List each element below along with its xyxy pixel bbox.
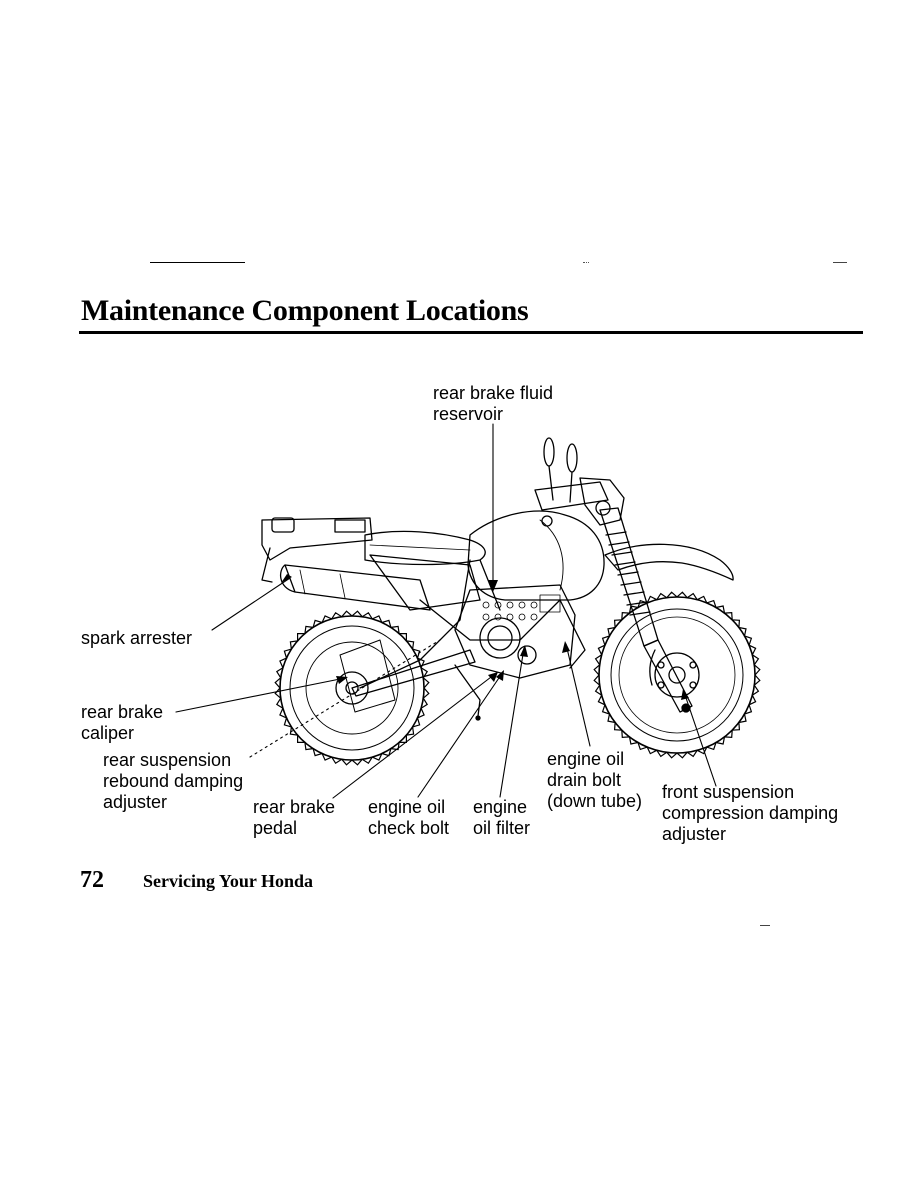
muffler [284,564,431,611]
label-rear-suspension-adjuster: rear suspension rebound damping adjuster [103,750,243,813]
label-line: engine [473,797,528,817]
seat [364,530,486,566]
front-wheel [598,596,756,754]
scan-mark [583,262,589,263]
label-line: (down tube) [547,791,643,811]
header-rule [150,262,245,263]
fuel-tank [467,510,605,601]
label-line: adjuster [662,824,727,844]
label-line: spark arrester [81,628,193,648]
label-spark-arrester: spark arrester [81,628,192,649]
label-line: adjuster [103,792,168,812]
engine [454,584,576,679]
label-line: check bolt [368,818,450,838]
label-line: pedal [253,818,298,838]
rear-fender [261,517,373,561]
label-line: rebound damping [103,771,244,791]
label-line: compression damping [662,803,839,823]
label-engine-oil-drain-bolt: engine oil drain bolt (down tube) [547,749,642,812]
fork-upper [599,507,659,647]
label-line: rear brake [81,702,164,722]
label-line: rear brake [253,797,336,817]
scan-mark [833,262,847,263]
page-title: Maintenance Component Locations [81,294,529,327]
label-line: front suspension [662,782,795,802]
label-line: caliper [81,723,135,743]
label-engine-oil-check-bolt: engine oil check bolt [368,797,449,839]
fork-lower [643,639,693,713]
label-rear-brake-pedal: rear brake pedal [253,797,335,839]
page-number: 72 [80,867,104,893]
label-line: engine oil [368,797,446,817]
label-line: oil filter [473,818,531,838]
label-engine-oil-filter: engine oil filter [473,797,530,839]
rear-wheel [279,615,425,761]
title-underline [79,331,863,334]
label-rear-brake-caliper: rear brake caliper [81,702,163,744]
headlight-cowl [579,477,625,526]
section-name: Servicing Your Honda [143,871,314,891]
swingarm [351,649,476,697]
label-line: reservoir [433,404,504,424]
label-line: rear brake fluid [433,383,554,403]
label-line: engine oil [547,749,625,769]
front-fender [604,543,734,581]
label-line: drain bolt [547,770,622,790]
label-front-suspension-adjuster: front suspension compression damping adj… [662,782,838,845]
scan-mark [760,925,770,926]
label-rear-brake-fluid-reservoir: rear brake fluid reservoir [433,383,553,425]
label-line: rear suspension [103,750,232,770]
